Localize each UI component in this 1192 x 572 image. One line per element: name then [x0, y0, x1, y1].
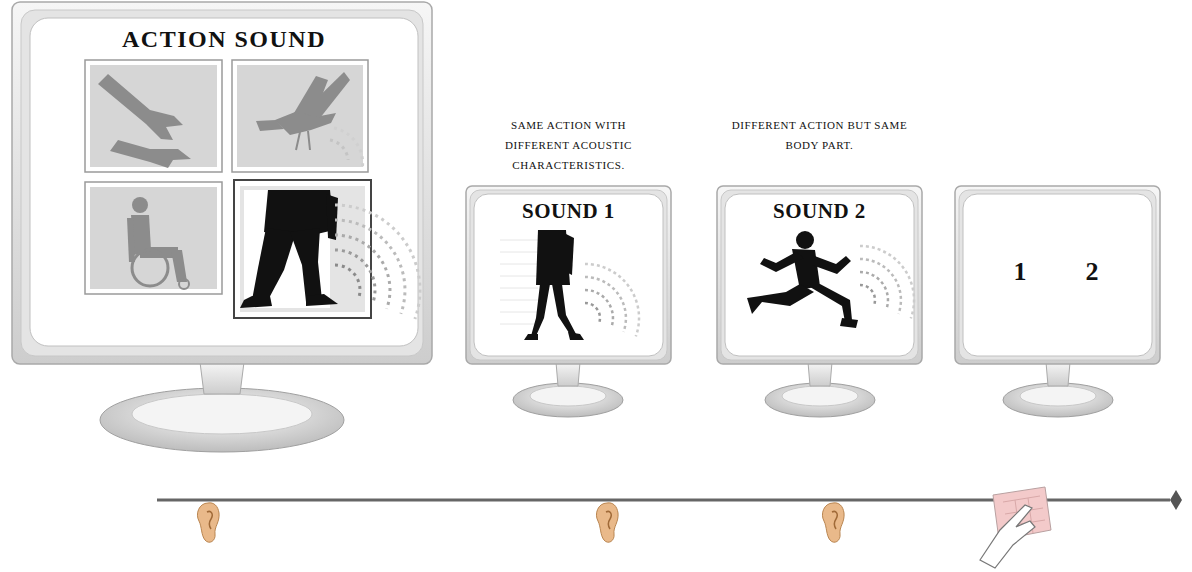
sound-wave	[585, 303, 600, 323]
selected-panel	[234, 180, 371, 318]
monitor-base	[1020, 386, 1096, 406]
monitor-base	[1003, 383, 1113, 417]
runner-silhouette	[812, 255, 851, 274]
monitor-frame	[466, 186, 671, 364]
screen-label: SOUND 1	[474, 198, 663, 224]
image-panel	[85, 60, 222, 172]
monitor-base	[530, 386, 606, 406]
monitor-screen: ACTION SOUND	[30, 18, 418, 346]
image-panel	[85, 182, 222, 294]
sound-wave	[585, 277, 626, 332]
wheelchair-silhouette	[179, 279, 189, 289]
sound-wave	[335, 265, 360, 299]
monitor-screen	[30, 18, 418, 346]
walker-silhouette	[306, 294, 338, 306]
image-panel	[90, 65, 217, 167]
runner-silhouette	[760, 252, 804, 272]
sound-wave	[585, 290, 613, 328]
image-panel	[90, 187, 217, 289]
sound-wave	[335, 250, 375, 304]
response-option: 1	[1005, 256, 1035, 288]
monitor-frame	[12, 2, 432, 364]
background-lines	[500, 240, 538, 324]
monitor-neck	[556, 362, 580, 386]
sound-wave	[860, 246, 914, 318]
monitor-base	[513, 383, 623, 417]
sound-wave	[330, 140, 348, 160]
monitor-screen	[725, 194, 914, 356]
walker-silhouette	[552, 284, 576, 336]
image-panel	[232, 60, 368, 172]
sound-wave	[860, 272, 888, 310]
walker-silhouette	[536, 230, 570, 285]
ear-icon	[596, 503, 618, 542]
response-option: 2	[1077, 256, 1107, 288]
monitor-neck	[808, 362, 832, 386]
monitor-screen: 12	[963, 194, 1152, 356]
walker-silhouette	[290, 228, 322, 302]
sound-wave	[335, 220, 405, 314]
monitor-screen	[474, 194, 663, 356]
runner-silhouette	[805, 284, 852, 322]
monitor-neck	[1046, 362, 1070, 386]
walker-silhouette	[566, 234, 574, 275]
hand-silhouette	[110, 140, 191, 168]
monitor-screen: SAME ACTION WITH DIFFERENT ACOUSTIC CHAR…	[474, 194, 663, 356]
condition-caption: DIFFERENT ACTION BUT SAME BODY PART.	[729, 115, 910, 155]
monitor-screen: DIFFERENT ACTION BUT SAME BODY PART.SOUN…	[725, 194, 914, 356]
sound-wave	[334, 128, 363, 170]
image-panel	[240, 186, 365, 312]
condition-caption: SAME ACTION WITH DIFFERENT ACOUSTIC CHAR…	[478, 115, 659, 175]
wheelchair-silhouette	[127, 218, 135, 262]
runner-silhouette	[840, 318, 858, 328]
monitor-bezel	[21, 10, 423, 356]
image-panel	[237, 65, 363, 167]
runner-silhouette	[796, 231, 814, 249]
walker-silhouette	[252, 228, 296, 300]
sound-wave	[335, 205, 420, 319]
ear-icon	[197, 503, 219, 542]
sound-wave	[860, 259, 901, 314]
monitor-bezel	[470, 190, 667, 360]
monitor-base	[765, 383, 875, 417]
ear-icon	[822, 503, 844, 542]
walker-silhouette	[240, 296, 272, 308]
bird-silhouette	[296, 131, 310, 150]
monitor-base	[132, 394, 312, 434]
monitor-base	[100, 388, 344, 452]
monitor-frame	[717, 186, 922, 364]
runner-silhouette	[747, 284, 814, 314]
hand-silhouette	[98, 74, 183, 140]
bird-silhouette	[256, 120, 284, 131]
person-silhouette	[132, 197, 148, 213]
walker-silhouette	[524, 334, 538, 340]
monitor-neck	[200, 362, 244, 394]
screen-label: ACTION SOUND	[30, 24, 418, 54]
screen-label: SOUND 2	[725, 198, 914, 224]
person-silhouette	[171, 250, 187, 282]
wheelchair-silhouette	[132, 250, 168, 286]
bird-silhouette	[302, 72, 350, 118]
timeline-arrowhead	[1170, 490, 1182, 510]
sound-wave	[860, 285, 875, 305]
monitor-frame	[955, 186, 1160, 364]
monitor-bezel	[959, 190, 1156, 360]
walker-silhouette	[531, 284, 550, 336]
monitor-screen	[963, 194, 1152, 356]
hand-icon	[980, 505, 1035, 568]
sound-wave	[585, 264, 639, 336]
monitor-bezel	[721, 190, 918, 360]
sound-wave	[335, 235, 390, 309]
walker-silhouette	[326, 194, 338, 240]
monitor-base	[782, 386, 858, 406]
walker-silhouette	[568, 332, 584, 340]
